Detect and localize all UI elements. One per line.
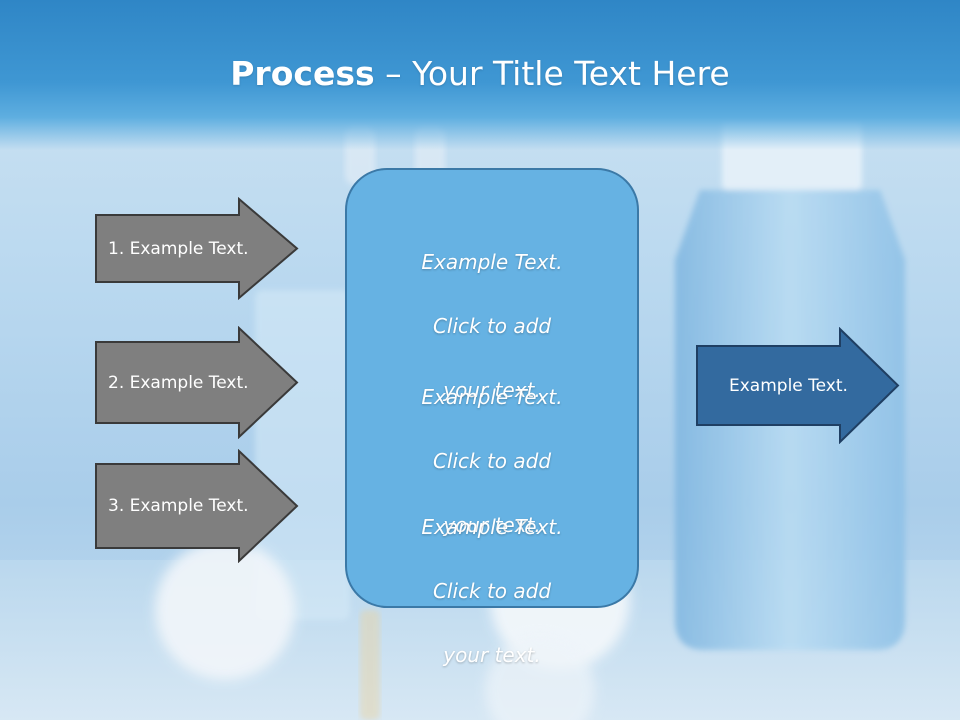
text-block-1: Example Text. Click to add your text. bbox=[347, 214, 637, 438]
text-line: your text. bbox=[443, 378, 541, 402]
arrow-shape bbox=[696, 327, 900, 444]
arrow-label: 1. Example Text. bbox=[108, 238, 249, 259]
arrow-step-3[interactable]: 3. Example Text. bbox=[94, 449, 299, 563]
text-block-3: Example Text. Click to add your text. bbox=[347, 479, 637, 703]
header-band bbox=[0, 0, 960, 150]
arrow-shape bbox=[95, 449, 299, 563]
arrow-label: 3. Example Text. bbox=[108, 496, 249, 516]
arrow-shape bbox=[95, 326, 299, 439]
slide-title[interactable]: Process – Your Title Text Here bbox=[0, 52, 960, 96]
arrow-step-1[interactable]: 1. Example Text. bbox=[94, 197, 299, 300]
text-line: your text. bbox=[443, 513, 541, 537]
text-line: Click to add bbox=[432, 314, 552, 338]
arrow-step-2[interactable]: 2. Example Text. bbox=[94, 326, 299, 439]
text-block-2: Example Text. Click to add your text. bbox=[347, 349, 637, 573]
text-line: Example Text. bbox=[421, 385, 563, 409]
text-line: Example Text. bbox=[421, 250, 563, 274]
arrow-label: Example Text. bbox=[729, 375, 848, 396]
center-text-box[interactable]: Example Text. Click to add your text. Ex… bbox=[345, 168, 639, 667]
arrow-label: 2. Example Text. bbox=[108, 372, 249, 393]
title-rest: – Your Title Text Here bbox=[374, 54, 730, 93]
arrow-result[interactable]: Example Text. bbox=[695, 327, 900, 444]
text-line: Click to add bbox=[432, 579, 552, 603]
text-line: Example Text. bbox=[421, 515, 563, 539]
title-bold: Process bbox=[230, 54, 375, 93]
text-line: Click to add bbox=[432, 449, 552, 473]
text-line: your text. bbox=[443, 643, 541, 667]
arrow-shape bbox=[95, 197, 299, 300]
